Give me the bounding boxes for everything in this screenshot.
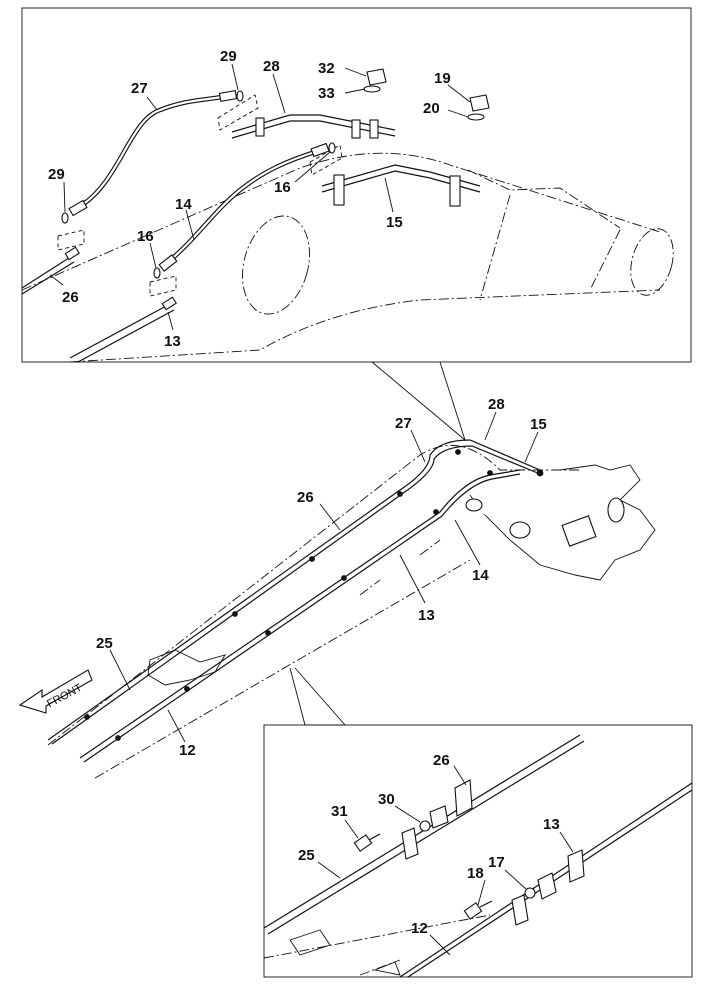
label-33: 33	[318, 85, 335, 102]
label-27: 27	[131, 80, 148, 97]
bottom-label-13: 13	[543, 816, 560, 833]
boom-outline-lower	[69, 289, 661, 363]
label-20: 20	[423, 100, 440, 117]
fitting-26	[64, 246, 80, 261]
oring-17	[524, 887, 536, 899]
bottom-label-25: 25	[298, 847, 315, 864]
pipe-13-top-2	[77, 309, 175, 363]
bottom-label-30: 30	[378, 791, 395, 808]
label-26: 26	[62, 289, 79, 306]
cylinder-end	[465, 498, 483, 512]
collar-25	[401, 827, 419, 860]
bottom-label-18: 18	[467, 865, 484, 882]
bottom-label-17: 17	[488, 854, 505, 871]
bolt-31	[353, 833, 381, 852]
leaders-bottom	[317, 765, 574, 956]
oring-20	[467, 113, 485, 121]
main-label-25: 25	[96, 635, 113, 652]
oring-29-b	[236, 90, 244, 102]
main-label-27: 27	[395, 415, 412, 432]
front-arrow: FRONT	[18, 669, 93, 714]
pipe-13-top	[69, 304, 169, 359]
detail-pipe-25-26	[263, 734, 581, 929]
label-28: 28	[263, 58, 280, 75]
plug-32	[366, 68, 387, 86]
detail-panel-bottom: 26 31 30 13 25 18 17 12	[263, 724, 693, 978]
callout-top	[371, 361, 466, 442]
detail-frame-top	[21, 7, 692, 363]
fitting-13	[161, 296, 177, 311]
boom-end-hole	[630, 228, 674, 296]
clamp-13	[567, 849, 585, 883]
hose-14-end-b	[310, 142, 330, 158]
bottom-label-12: 12	[411, 920, 428, 937]
label-29: 29	[220, 48, 237, 65]
boom-outline-upper	[21, 152, 661, 291]
main-label-13: 13	[418, 607, 435, 624]
bottom-label-31: 31	[331, 803, 348, 820]
main-boom-lower	[94, 559, 471, 779]
plug-19	[469, 94, 490, 112]
boom-foot-pin	[607, 497, 625, 523]
boom-outline-ridge	[467, 169, 621, 229]
main-label-14: 14	[472, 567, 489, 584]
bracket-26	[429, 805, 449, 829]
hose-27-end-b	[218, 90, 238, 102]
bracket-13	[537, 872, 557, 900]
detail-frame-bottom	[263, 724, 693, 978]
clamp-15-b	[449, 175, 461, 207]
clamp-28-a	[255, 117, 265, 137]
main-label-28: 28	[488, 396, 505, 413]
bottom-label-26: 26	[433, 752, 450, 769]
oring-16-a	[153, 267, 161, 279]
clamp-28-b	[351, 119, 361, 139]
boom-foot-structure	[469, 464, 656, 581]
clamp-28-c	[369, 119, 379, 139]
main-view: FRONT 28 27 15 26 14 13 25 12	[18, 396, 656, 779]
boom-pin-hole	[242, 215, 310, 315]
detail-panel-top: 27 29 28 32 33 19 20 29 16 14 16 15 26 1…	[21, 7, 692, 442]
main-label-15: 15	[530, 416, 547, 433]
bolt-18	[463, 900, 493, 920]
main-pipe-26	[47, 439, 541, 741]
boom-foot-bracket	[561, 515, 597, 547]
label-29-b: 29	[48, 166, 65, 183]
label-13: 13	[164, 333, 181, 350]
pipe-26-top	[21, 255, 73, 289]
boom-outline-seam	[479, 194, 511, 301]
boom-outline-seam2	[589, 229, 621, 291]
leaders-main	[109, 411, 539, 743]
main-label-12: 12	[179, 742, 196, 759]
main-label-26: 26	[297, 489, 314, 506]
oring-33	[363, 85, 381, 93]
label-32: 32	[318, 60, 335, 77]
leaders-top	[49, 63, 471, 331]
callout-bottom	[289, 667, 346, 726]
oring-16-b	[328, 142, 336, 154]
main-clamps	[84, 449, 544, 741]
main-boom-upper	[47, 444, 580, 746]
oring-29-a	[61, 212, 69, 224]
hose-14-end-a	[158, 254, 178, 272]
clamp-15-a	[333, 174, 345, 206]
pipe-26-top-2	[21, 261, 75, 295]
conn-box-1	[57, 229, 85, 251]
hose-27-end-a	[68, 199, 88, 217]
oring-30	[419, 820, 431, 832]
label-16-b: 16	[137, 228, 154, 245]
label-14: 14	[175, 196, 192, 213]
label-16: 16	[274, 179, 291, 196]
collar-12	[511, 894, 529, 926]
label-15: 15	[386, 214, 403, 231]
conn-box-3	[217, 94, 259, 131]
main-hatch-area	[147, 649, 226, 686]
label-19: 19	[434, 70, 451, 87]
conn-box-2	[149, 275, 177, 297]
